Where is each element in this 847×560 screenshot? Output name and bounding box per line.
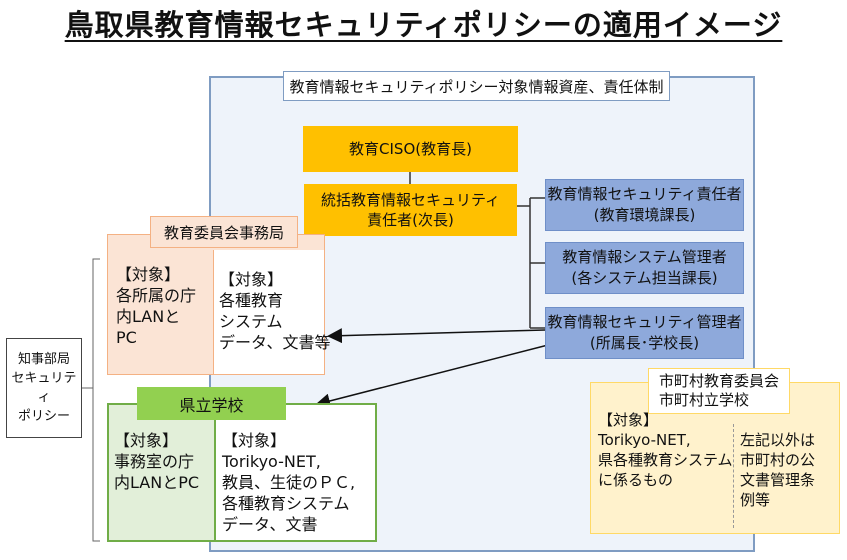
office-label: 教育委員会事務局 bbox=[150, 216, 298, 248]
role-3-sub: (所属長･学校長) bbox=[589, 334, 700, 352]
municipal-label-line-1: 市町村教育委員会 bbox=[659, 372, 780, 390]
office-left-text: 【対象】 各所属の庁 内LANと PC bbox=[116, 264, 196, 348]
role-1-sub: (教育環境課長) bbox=[593, 206, 696, 224]
governor-line-1: 知事部局 bbox=[17, 352, 70, 367]
security-manager-box: 教育情報セキュリティ管理者 (所属長･学校長) bbox=[545, 307, 744, 359]
frame-label: 教育情報セキュリティポリシー対象情報資産、責任体制 bbox=[283, 71, 670, 101]
municipal-right-line-3: 文書管理条 bbox=[740, 471, 816, 489]
school-right-line-3: 教員、生徒のＰＣ, bbox=[222, 473, 356, 492]
school-label: 県立学校 bbox=[137, 387, 286, 420]
security-responsible-box: 教育情報セキュリティ責任者 (教育環境課長) bbox=[545, 179, 744, 231]
school-left-line-1: 【対象】 bbox=[114, 431, 179, 450]
municipal-right-line-4: 例等 bbox=[740, 491, 771, 509]
page-title: 鳥取県教育情報セキュリティポリシーの適用イメージ bbox=[64, 8, 783, 42]
system-manager-box: 教育情報システム管理者 (各システム担当課長) bbox=[545, 242, 744, 294]
office-left-line-1: 【対象】 bbox=[116, 265, 181, 284]
municipal-right-text: 左記以外は 市町村の公 文書管理条 例等 bbox=[740, 430, 815, 510]
school-left-line-3: 内LANとPC bbox=[114, 473, 200, 492]
municipal-label-line-2: 市町村立学校 bbox=[659, 391, 750, 409]
municipal-right-line-1: 左記以外は bbox=[740, 431, 816, 449]
municipal-left-line-2: Torikyo-NET, bbox=[598, 431, 691, 449]
school-right-line-2: Torikyo-NET, bbox=[222, 452, 321, 471]
school-right-line-1: 【対象】 bbox=[222, 431, 287, 450]
arrow-to-school bbox=[315, 344, 549, 409]
ciso-box: 教育CISO(教育長) bbox=[303, 126, 518, 172]
integrated-line-2: 責任者(次長) bbox=[367, 211, 454, 229]
office-right-line-3: システム bbox=[219, 312, 283, 331]
role-2-sub: (各システム担当課長) bbox=[571, 269, 718, 287]
governor-bracket bbox=[92, 258, 100, 542]
office-right-line-4: データ、文書等 bbox=[219, 333, 331, 352]
governor-line-2: セキュリティ bbox=[11, 371, 77, 405]
office-right-line-1: 【対象】 bbox=[219, 270, 284, 289]
role-3-title: 教育情報セキュリティ管理者 bbox=[547, 313, 742, 331]
governor-line-3: ポリシー bbox=[17, 409, 70, 424]
integrated-line-1: 統括教育情報セキュリティ bbox=[320, 191, 501, 209]
office-left-line-3: 内LANと bbox=[116, 307, 181, 326]
office-left-line-4: PC bbox=[116, 328, 137, 347]
school-right-line-4: 各種教育システム bbox=[222, 494, 350, 513]
integrated-officer-box: 統括教育情報セキュリティ 責任者(次長) bbox=[304, 184, 517, 236]
governor-policy-box: 知事部局 セキュリティ ポリシー bbox=[6, 338, 82, 438]
municipal-label: 市町村教育委員会 市町村立学校 bbox=[648, 368, 791, 414]
school-left-panel bbox=[107, 403, 216, 542]
office-right-text: 【対象】 各種教育 システム データ、文書等 bbox=[219, 269, 331, 353]
municipal-right-line-2: 市町村の公 bbox=[740, 451, 816, 469]
school-left-line-2: 事務室の庁 bbox=[114, 452, 195, 471]
role-1-title: 教育情報セキュリティ責任者 bbox=[547, 185, 742, 203]
office-right-panel bbox=[213, 250, 324, 374]
office-left-line-2: 各所属の庁 bbox=[116, 286, 197, 305]
school-right-panel bbox=[216, 403, 377, 542]
municipal-divider bbox=[733, 424, 734, 528]
role-2-title: 教育情報システム管理者 bbox=[562, 248, 727, 266]
school-right-line-5: データ、文書 bbox=[222, 515, 318, 534]
school-left-text: 【対象】 事務室の庁 内LANとPC bbox=[114, 430, 199, 493]
municipal-left-line-1: 【対象】 bbox=[598, 411, 659, 429]
municipal-left-line-4: に係るもの bbox=[598, 471, 674, 489]
municipal-left-line-3: 県各種教育システム bbox=[598, 451, 733, 469]
arrow-to-office bbox=[327, 328, 546, 344]
office-right-line-2: 各種教育 bbox=[219, 291, 284, 310]
school-right-text: 【対象】 Torikyo-NET, 教員、生徒のＰＣ, 各種教育システム データ… bbox=[222, 430, 355, 535]
municipal-left-text: 【対象】 Torikyo-NET, 県各種教育システム に係るもの bbox=[598, 410, 733, 490]
